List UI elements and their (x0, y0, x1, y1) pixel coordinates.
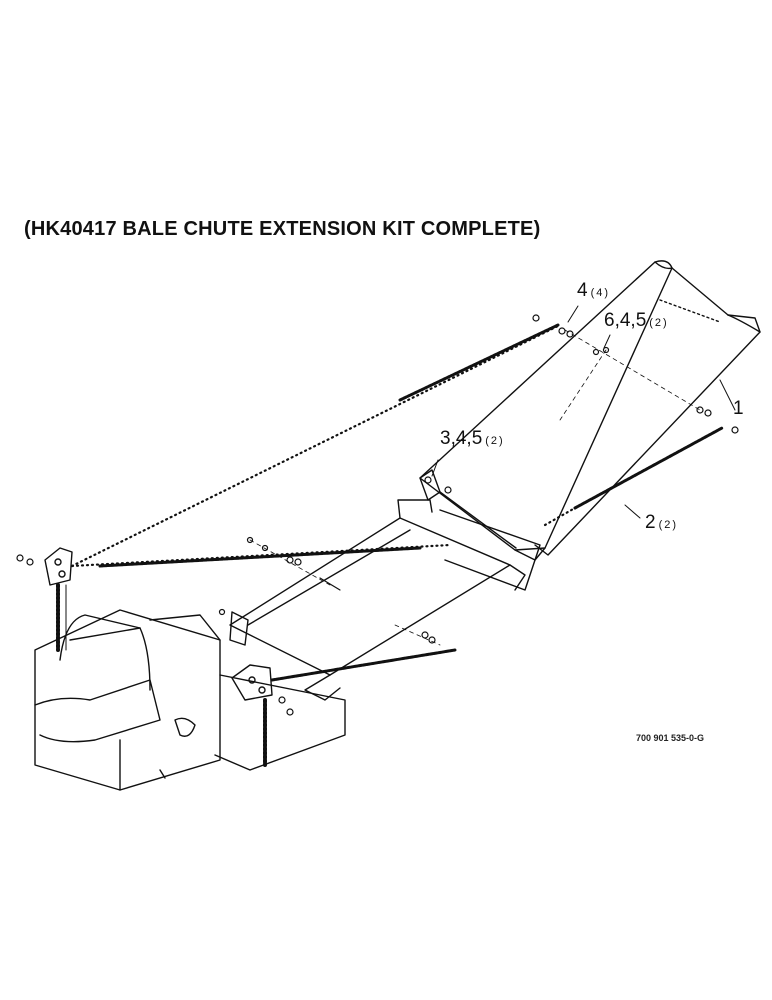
callout-quantity: (4) (590, 287, 611, 299)
callout-4: 4(4) (577, 281, 610, 300)
callout-quantity: (2) (658, 519, 679, 531)
callout-number: 6,4,5 (604, 310, 647, 331)
callout-6-4-5: 6,4,5(2) (604, 311, 669, 330)
baler-frame (34, 609, 346, 791)
callout-number: 1 (733, 398, 744, 419)
callout-number: 3,4,5 (440, 428, 483, 449)
callout-quantity: (2) (649, 317, 669, 329)
chute-extension-part (419, 260, 761, 561)
callout-quantity: (2) (485, 435, 505, 447)
fastener-hardware (16, 314, 739, 716)
callout-2: 2(2) (645, 513, 678, 532)
drawing-part-number: 700 901 535-0-G (636, 733, 705, 743)
support-chains (70, 323, 724, 682)
left-mounting-bracket (44, 547, 73, 652)
callout-number: 2 (645, 512, 656, 533)
right-mounting-bracket (231, 664, 273, 767)
callout-1: 1 (733, 399, 744, 418)
callout-3-4-5: 3,4,5(2) (440, 429, 505, 448)
callout-number: 4 (577, 280, 588, 301)
callout-leaders (431, 305, 736, 519)
lower-chute-section (229, 499, 541, 701)
diagram-title: (HK40417 BALE CHUTE EXTENSION KIT COMPLE… (24, 218, 541, 240)
